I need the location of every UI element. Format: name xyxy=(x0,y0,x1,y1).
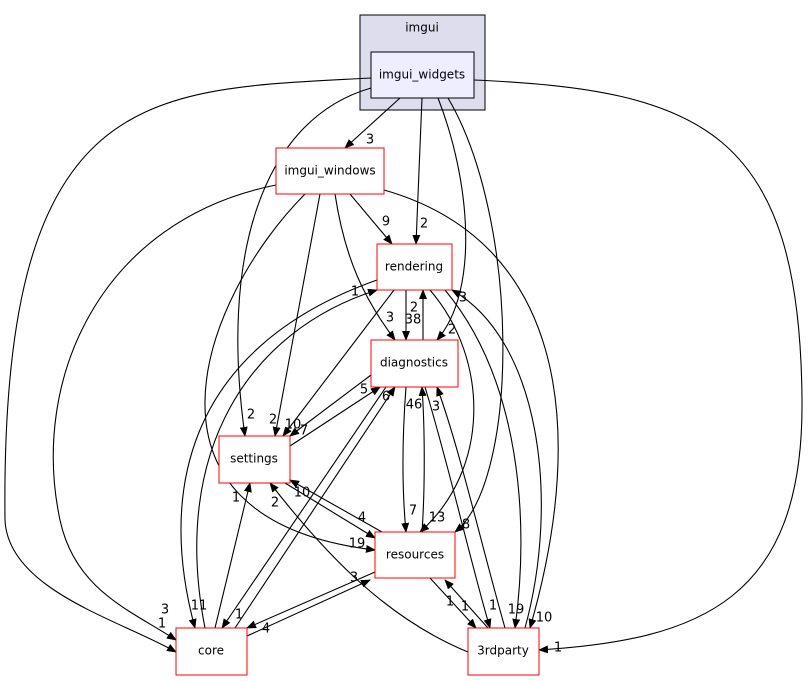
edge-windows-diagnostics xyxy=(334,193,396,341)
edge-diagnostics-resources xyxy=(401,386,410,533)
edge-label: 10 xyxy=(294,486,311,501)
edge-label: 2 xyxy=(247,408,255,423)
edge-label: 2 xyxy=(420,217,428,232)
edge-label: 5 xyxy=(360,383,368,398)
edge-resources-core xyxy=(246,571,376,629)
edge-label: 4 xyxy=(262,622,270,637)
edge-label: 1 xyxy=(489,599,497,614)
edge-widgets-diagnostics xyxy=(436,97,467,341)
edge-label: 3 xyxy=(350,571,358,586)
node-label: resources xyxy=(386,548,444,562)
edge-label: 19 xyxy=(349,537,366,552)
edge-label: 1 xyxy=(232,491,240,506)
edge-label: 46 xyxy=(406,398,423,413)
edge-label: 1 xyxy=(446,595,454,610)
edge-rendering-3rdparty xyxy=(444,289,522,629)
edge-widgets-windows xyxy=(344,97,401,149)
edge-diagnostics-core xyxy=(221,386,387,629)
edge-resources-settings xyxy=(289,479,383,533)
edge-widgets-resources xyxy=(447,97,504,533)
edge-settings-diagnostics xyxy=(289,386,381,447)
node-3rdparty[interactable]: 3rdparty xyxy=(467,627,540,676)
edge-label: 2 xyxy=(410,301,418,316)
node-imgui-widgets[interactable]: imgui_widgets xyxy=(370,51,475,99)
cluster-label: imgui xyxy=(405,21,439,35)
edge-label: 19 xyxy=(508,603,525,618)
edge-label: 10 xyxy=(285,418,302,433)
node-label: diagnostics xyxy=(380,356,448,370)
edge-labels: 3 2 2 2 8 1 1 9 3 2 19 3 10 38 2 10 13 1… xyxy=(158,133,562,656)
node-imgui-windows[interactable]: imgui_windows xyxy=(275,147,385,195)
edge-widgets-core xyxy=(4,77,372,653)
edge-label: 2 xyxy=(448,323,456,338)
node-diagnostics[interactable]: diagnostics xyxy=(370,339,459,388)
edge-core-settings xyxy=(214,482,252,629)
edge-label: 3 xyxy=(366,133,374,148)
edge-label: 1 xyxy=(461,600,469,615)
edge-label: 3 xyxy=(459,291,467,306)
edge-windows-settings xyxy=(272,193,321,437)
edge-label: 11 xyxy=(191,599,208,614)
edge-label: 2 xyxy=(271,496,279,511)
edge-label: 4 xyxy=(358,511,366,526)
edge-label: 1 xyxy=(158,617,166,632)
edge-3rdparty-rendering xyxy=(451,289,542,629)
node-core[interactable]: core xyxy=(175,627,248,676)
edge-rendering-core xyxy=(180,279,378,629)
edge-widgets-3rdparty xyxy=(473,79,803,654)
edge-label: 8 xyxy=(462,518,470,533)
edge-label: 7 xyxy=(409,504,417,519)
edge-rendering-resources xyxy=(419,289,475,533)
edge-label: 1 xyxy=(351,285,359,300)
edge-label: 38 xyxy=(405,313,422,328)
edge-resources-diagnostics xyxy=(418,386,427,533)
edge-core-resources xyxy=(246,579,371,637)
edge-resources-3rdparty xyxy=(429,577,477,629)
edge-windows-resources xyxy=(204,193,376,553)
edge-label: 10 xyxy=(536,611,553,626)
node-settings[interactable]: settings xyxy=(218,435,291,484)
edge-label: 3 xyxy=(161,603,169,618)
node-label: core xyxy=(198,644,224,658)
edge-label: 3 xyxy=(386,311,394,326)
edge-label: 9 xyxy=(382,215,390,230)
edge-label: 2 xyxy=(269,413,277,428)
edge-windows-3rdparty xyxy=(383,189,559,629)
edge-diagnostics-3rdparty xyxy=(424,386,492,629)
edge-windows-core xyxy=(52,184,277,641)
node-resources[interactable]: resources xyxy=(374,531,456,579)
edge-settings-resources xyxy=(284,482,376,539)
edge-label: 1 xyxy=(554,641,562,656)
edge-widgets-rendering xyxy=(412,97,423,245)
node-label: imgui_widgets xyxy=(379,68,465,82)
node-label: 3rdparty xyxy=(477,644,529,658)
edge-widgets-settings xyxy=(237,87,372,437)
edge-3rdparty-resources xyxy=(444,579,489,629)
edge-label: 1 xyxy=(235,608,243,623)
edge-label: 3 xyxy=(432,400,440,415)
edges xyxy=(4,77,803,654)
edge-label: 7 xyxy=(300,424,308,439)
node-label: imgui_windows xyxy=(284,164,375,178)
edge-label: 13 xyxy=(429,511,446,526)
edge-core-diagnostics xyxy=(234,386,396,629)
edge-windows-rendering xyxy=(349,193,393,245)
edge-label: 6 xyxy=(382,390,390,405)
edge-3rdparty-diagnostics xyxy=(436,386,506,629)
node-rendering[interactable]: rendering xyxy=(376,243,453,291)
edge-diagnostics-settings xyxy=(289,374,372,437)
node-label: settings xyxy=(230,452,278,466)
node-label: rendering xyxy=(385,260,443,274)
edge-rendering-settings xyxy=(282,289,395,437)
edge-core-rendering xyxy=(196,288,378,629)
